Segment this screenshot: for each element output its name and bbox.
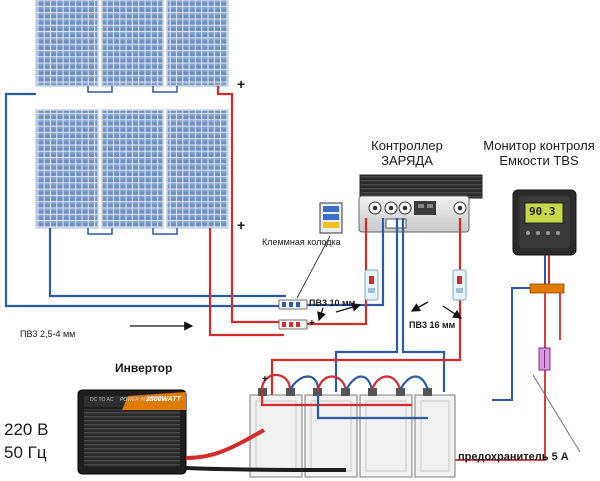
battery-negative-wire bbox=[334, 218, 399, 392]
battery-plus-sign: + bbox=[262, 374, 268, 385]
monitor-display-value: 90.3 bbox=[529, 205, 556, 218]
battery-jumpers bbox=[260, 374, 430, 420]
inverter-rating-text: 1500WATT bbox=[146, 396, 181, 403]
array-wiring bbox=[4, 86, 286, 337]
battery-negative-wire-2 bbox=[401, 218, 446, 392]
inverter-label: Инвертор bbox=[115, 361, 173, 375]
panel-bottom-plus-sign: + bbox=[237, 217, 246, 233]
terminal-block-label: Клеммная колодка bbox=[262, 237, 341, 247]
solar-panel-icon bbox=[101, 109, 164, 229]
inverter-brand-text: POWER INVERTER bbox=[120, 397, 166, 403]
panel-negative-wire-top bbox=[4, 92, 286, 308]
pv-positive-to-controller bbox=[307, 218, 368, 326]
charge-controller-icon bbox=[358, 174, 483, 233]
monitor-label-line1: Монитор контроля bbox=[483, 138, 595, 153]
fuse-icon bbox=[538, 347, 551, 371]
inverter-icon bbox=[77, 389, 187, 475]
shunt-icon bbox=[529, 283, 565, 294]
solar-panel-icon bbox=[166, 109, 229, 229]
arrow-icon bbox=[130, 301, 463, 331]
terminal-block-pointer bbox=[296, 235, 331, 299]
fuse-label: предохранитель 5 А bbox=[458, 451, 569, 463]
controller-label-line1: Контроллер bbox=[371, 138, 443, 153]
wire-small-label: ПВ3 2,5-4 мм bbox=[20, 329, 76, 339]
solar-panel-icon bbox=[166, 0, 229, 87]
battery-icon bbox=[359, 388, 413, 478]
breaker-icon bbox=[364, 269, 379, 301]
panel-positive-wire-bottom bbox=[208, 228, 284, 337]
solar-panel-icon bbox=[101, 0, 164, 87]
inverter-model-text: DC TO AC bbox=[90, 397, 114, 403]
wire-10mm-label: ПВ3 10 мм bbox=[309, 298, 356, 308]
breaker-icon bbox=[452, 269, 467, 301]
panel-top-plus-sign: + bbox=[237, 76, 246, 92]
solar-panel-array bbox=[35, 0, 229, 235]
pv-negative-to-controller bbox=[307, 218, 385, 307]
monitor-icon bbox=[512, 189, 577, 256]
terminal-block-photo bbox=[319, 202, 343, 234]
wire-16mm-label: ПВ3 16 мм bbox=[409, 320, 456, 330]
battery-icon bbox=[414, 388, 456, 478]
terminal-block-icon bbox=[278, 299, 308, 330]
solar-panel-icon bbox=[35, 0, 99, 87]
panel-negative-wire-bottom bbox=[48, 228, 286, 298]
battery-icon bbox=[304, 388, 358, 478]
fuse-pointer bbox=[532, 374, 581, 453]
controller-label-line2: ЗАРЯДА bbox=[381, 153, 433, 168]
solar-panel-icon bbox=[35, 109, 99, 229]
panel-positive-wire-top bbox=[216, 86, 284, 324]
frequency-label: 50 Гц bbox=[4, 443, 47, 462]
controller-label: Контроллер ЗАРЯДА bbox=[352, 138, 462, 168]
battery-icon bbox=[249, 388, 303, 478]
monitor-label-line2: Емкости TBS bbox=[499, 153, 579, 168]
voltage-label: 220 В bbox=[4, 420, 49, 439]
inverter-negative-cable bbox=[185, 466, 347, 472]
monitor-label: Монитор контроля Емкости TBS bbox=[478, 138, 600, 168]
terminal-plus-sign: + bbox=[309, 318, 315, 329]
battery-bank bbox=[249, 374, 456, 478]
inverter-positive-cable bbox=[185, 428, 265, 460]
